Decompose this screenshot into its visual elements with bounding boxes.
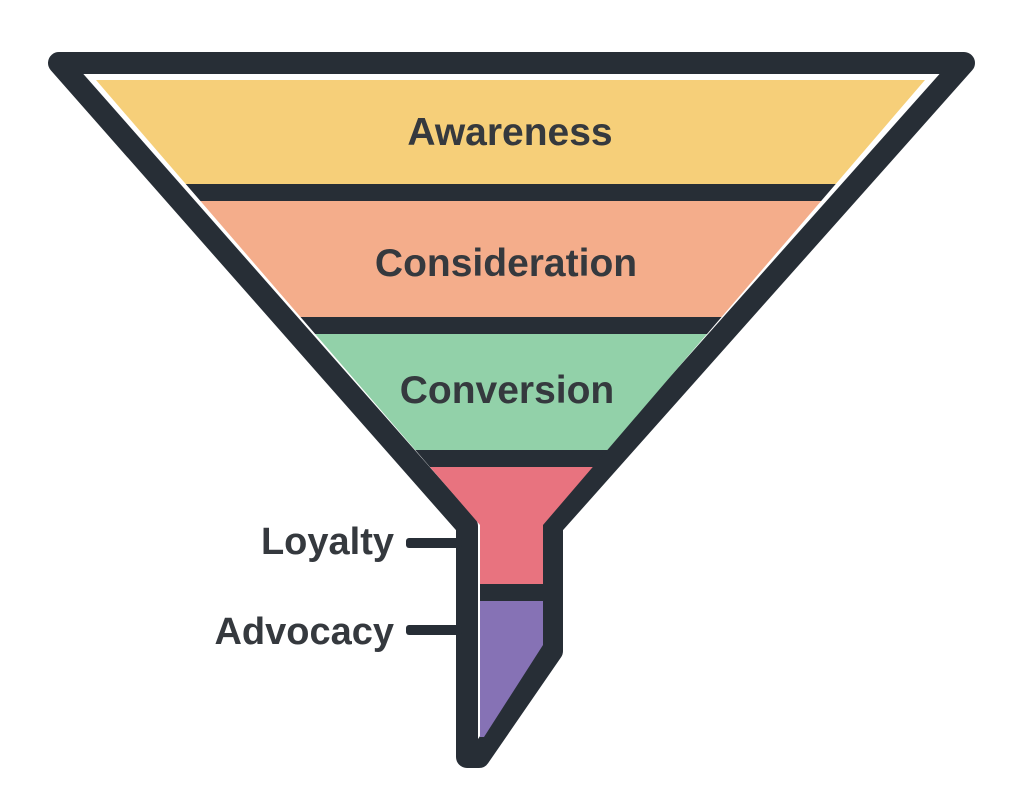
stage-label-awareness: Awareness [407,111,612,154]
stage-label-consideration: Consideration [375,242,637,285]
loyalty-callout-line [406,538,462,548]
stage-label-advocacy: Advocacy [214,611,394,653]
stage-band-awareness [96,80,925,184]
stage-divider [96,184,925,201]
stage-label-loyalty: Loyalty [261,521,394,563]
stage-label-conversion: Conversion [400,369,615,412]
advocacy-callout-line [406,625,462,635]
